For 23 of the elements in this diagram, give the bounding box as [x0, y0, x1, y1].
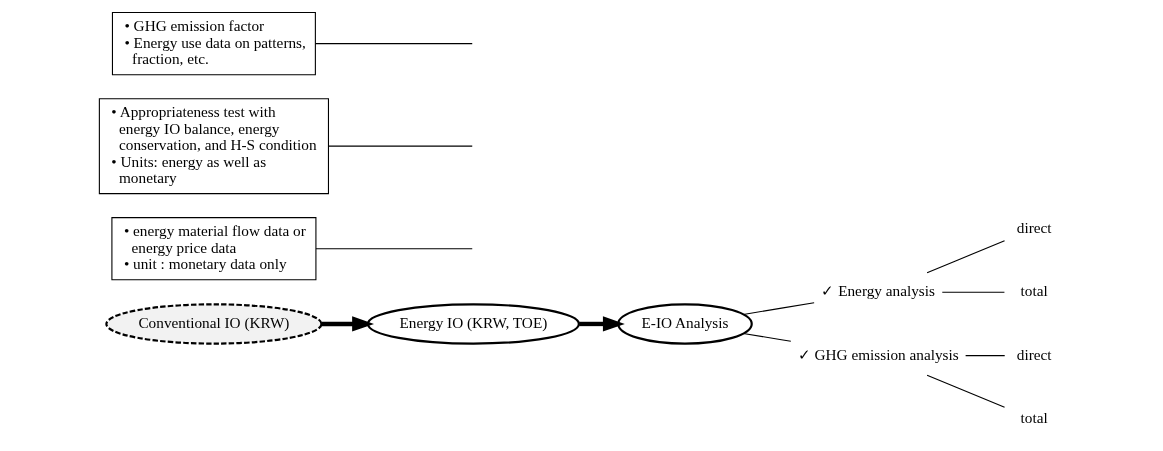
- node-text: total: [1020, 282, 1048, 300]
- connector: [926, 240, 1006, 274]
- node-box: • Appropriateness test with energy IO balance, energy conservation, and H-S condition • Units: energy as well as monetary: [98, 98, 329, 195]
- node-text: direct: [1016, 345, 1052, 363]
- node-ellipse: Conventional IO (KRW): [105, 303, 323, 345]
- node-text: direct: [1016, 219, 1052, 237]
- node-text: ✓ GHG emission analysis: [797, 345, 959, 363]
- connector: [742, 302, 815, 315]
- arrow: [321, 316, 374, 332]
- node-ellipse: E-IO Analysis: [617, 303, 753, 345]
- node-box: • energy material flow data or energy price data • unit : monetary data only: [111, 217, 317, 281]
- connector: [315, 248, 473, 250]
- arrow: [579, 316, 625, 332]
- connector: [926, 374, 1006, 408]
- node-ellipse: Energy IO (KRW, TOE): [366, 303, 580, 345]
- connector: [742, 332, 792, 342]
- node-text: total: [1020, 408, 1048, 426]
- node-text: ✓ Energy analysis: [821, 282, 935, 300]
- connector: [315, 43, 473, 45]
- connector: [965, 355, 1006, 357]
- node-box: • GHG emission factor • Energy use data on patterns, fraction, etc.: [111, 11, 316, 76]
- connector: [941, 291, 1005, 293]
- connector: [328, 145, 473, 147]
